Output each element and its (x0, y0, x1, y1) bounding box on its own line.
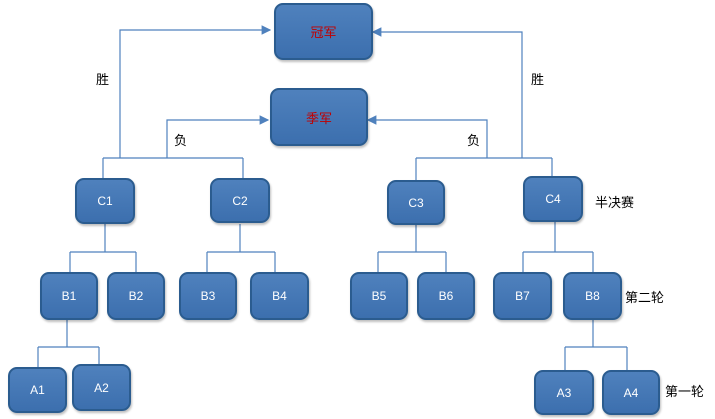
lose-label-right: 负 (467, 134, 481, 149)
node-a3: A3 (534, 370, 594, 415)
win-label-right: 胜 (531, 73, 545, 88)
win-path-right (371, 27, 523, 158)
node-c3: C3 (387, 180, 445, 225)
node-c1: C1 (75, 178, 135, 224)
node-c2: C2 (210, 178, 270, 223)
lose-label-left: 负 (174, 134, 188, 149)
lose-path-right (366, 115, 488, 158)
node-b3: B3 (179, 272, 237, 320)
champion-node: 冠军 (274, 3, 373, 60)
node-b5: B5 (350, 272, 408, 320)
node-b4: B4 (250, 272, 309, 320)
round-label-round2: 第二轮 (625, 291, 665, 306)
node-b8: B8 (563, 272, 622, 320)
round-label-round1: 第一轮 (665, 385, 705, 400)
third-place-node: 季军 (270, 88, 368, 146)
node-a2: A2 (72, 364, 131, 411)
node-c4: C4 (523, 176, 583, 222)
node-a1: A1 (8, 367, 67, 413)
node-a4: A4 (602, 370, 660, 415)
node-b6: B6 (417, 272, 475, 320)
node-b2: B2 (107, 272, 165, 320)
win-path-left (119, 25, 272, 158)
lose-path-left (166, 115, 270, 158)
node-b7: B7 (493, 272, 552, 320)
win-label-left: 胜 (96, 73, 110, 88)
node-b1: B1 (40, 272, 98, 320)
round-label-semifinal: 半决赛 (595, 196, 635, 211)
